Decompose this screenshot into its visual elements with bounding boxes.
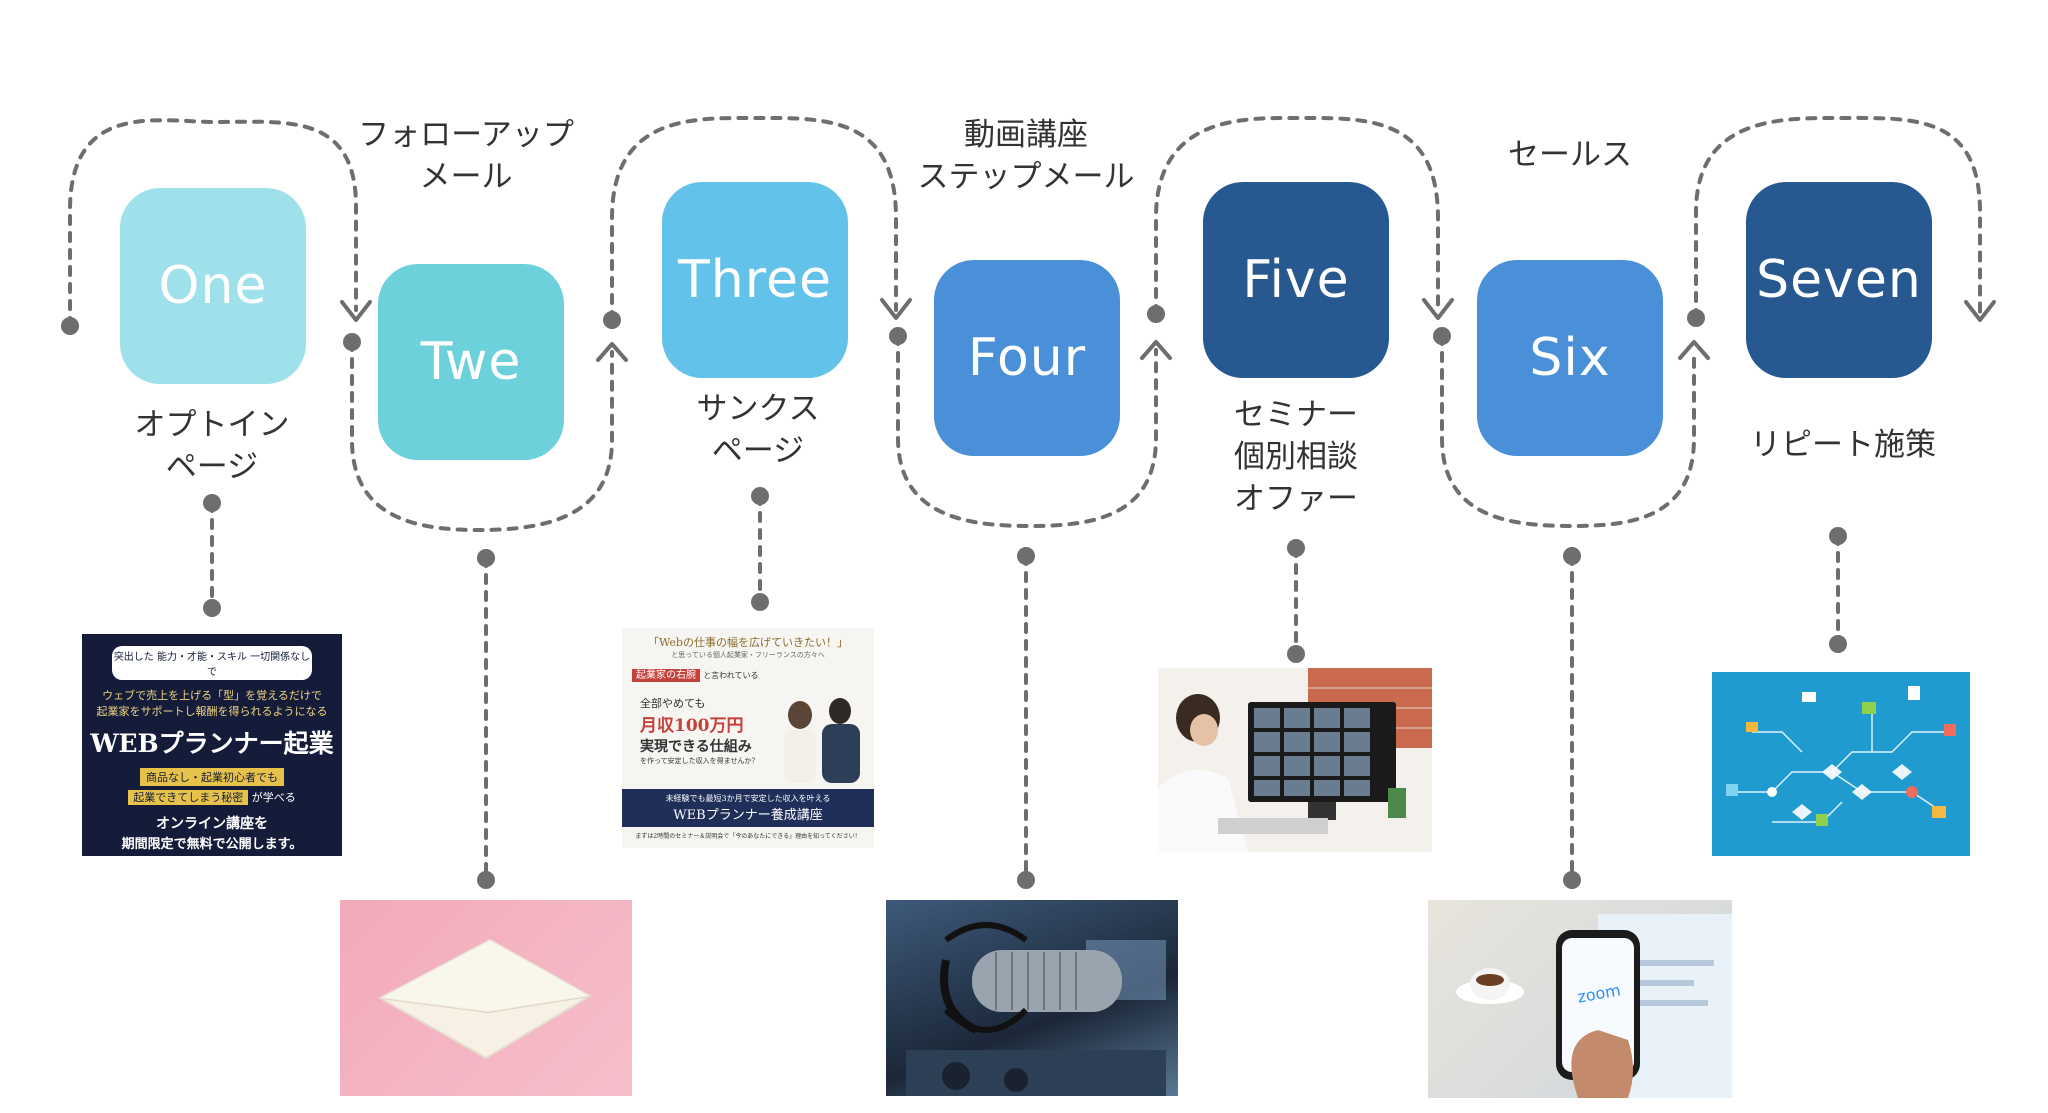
dot-four xyxy=(889,327,907,345)
step-four: Four xyxy=(934,260,1120,456)
thanks-ad-l4: を作って安定した収入を得ませんか？ xyxy=(640,757,759,765)
optin-ad-title: WEBプランナー起業 xyxy=(90,729,334,758)
arrow-up-seven xyxy=(1678,340,1710,360)
thanks-ad-bar1: 未経験でも最短3か月で安定した収入を叶える xyxy=(665,794,831,803)
thanks-ad-sub: と思っている個人起業家・フリーランスの方々へ xyxy=(671,651,825,659)
optin-ad-image: 突出した 能力・才能・スキル 一切関係なし で ウェブで売上を上げる「型」を覚え… xyxy=(82,634,342,856)
step-six: Six xyxy=(1477,260,1663,456)
label-six: セールス xyxy=(1508,137,1632,173)
label-one: オプトインページ xyxy=(134,407,290,485)
arrow-down-four xyxy=(880,298,912,320)
thanks-ad-bar2: WEBプランナー養成講座 xyxy=(673,808,823,823)
dot-seven xyxy=(1687,309,1705,327)
step-five: Five xyxy=(1203,182,1389,378)
thanks-ad-badge-b: と言われている xyxy=(703,671,759,680)
optin-ad-foot2: 期間限定で無料で公開します。 xyxy=(121,837,303,852)
video-meeting-icon xyxy=(1158,668,1432,852)
label-seven: リピート施策 xyxy=(1750,427,1936,463)
envelope-image xyxy=(340,900,632,1096)
optin-ad-line1: ウェブで売上を上げる「型」を覚えるだけで xyxy=(102,689,322,702)
people-photo xyxy=(784,698,860,783)
dot-six xyxy=(1433,327,1451,345)
zoom-phone-image: zoom xyxy=(1428,900,1732,1098)
optin-ad-top: 突出した 能力・才能・スキル 一切関係なし で xyxy=(112,646,312,680)
phone-icon xyxy=(1456,914,1732,1098)
step-two: Twe xyxy=(378,264,564,460)
arrow-down-end xyxy=(1964,300,1996,322)
dot-two xyxy=(343,333,361,351)
arrow-down-two xyxy=(340,300,372,322)
step-seven: Seven xyxy=(1746,182,1932,378)
dot-three xyxy=(603,311,621,329)
arrow-up-five xyxy=(1140,340,1172,360)
optin-ad-foot1: オンライン講座を xyxy=(156,816,268,832)
network-icon xyxy=(1726,686,1956,826)
microphone-image xyxy=(886,900,1178,1096)
loop-four-five xyxy=(896,334,1158,529)
loop-one-two xyxy=(68,118,358,328)
thanks-ad-l2: 月収100万円 xyxy=(640,716,744,736)
arrow-down-six xyxy=(1422,298,1454,320)
optin-ad-hl2b: が学べる xyxy=(251,791,296,804)
network-image xyxy=(1712,672,1970,856)
thanks-ad-top: 「Webの仕事の幅を広げていきたい！」 xyxy=(648,636,848,649)
thanks-ad-foot: まずは2時間のセミナー＆説明会で「今のあなたにできる」理由を知ってください！ xyxy=(635,833,861,840)
loop-five-six xyxy=(1154,115,1440,316)
dot-start xyxy=(61,317,79,335)
optin-ad-hl1: 商品なし・起業初心者でも xyxy=(140,768,284,786)
label-three: サンクスページ xyxy=(696,391,820,469)
envelope-icon xyxy=(377,938,592,1060)
thanks-ad-l1: 全部やめても xyxy=(640,697,706,710)
loop-six-seven xyxy=(1440,334,1696,529)
optin-ad-hl2: 起業できてしまう秘密 xyxy=(128,790,249,805)
microphone-icon xyxy=(906,922,1166,1096)
label-four: 動画講座ステップメール xyxy=(917,117,1135,195)
loop-seven xyxy=(1694,115,1982,320)
label-five: セミナー個別相談オファー xyxy=(1234,397,1358,517)
dot-five xyxy=(1147,305,1165,323)
thanks-ad-l3: 実現できる仕組み xyxy=(640,739,752,755)
thanks-page-image: 「Webの仕事の幅を広げていきたい！」 と思っている個人起業家・フリーランスの方… xyxy=(622,628,874,848)
thanks-ad-badge: 起業家の右腕 xyxy=(632,669,700,682)
step-one: One xyxy=(120,188,306,384)
arrow-up-three xyxy=(596,342,628,362)
loop-three-four xyxy=(610,115,898,322)
label-two: フォローアップメール xyxy=(358,117,574,195)
video-meeting-image xyxy=(1158,668,1432,852)
optin-ad-line2: 起業家をサポートし報酬を得られるようになる xyxy=(96,705,328,718)
loop-two-three xyxy=(350,340,614,533)
step-three: Three xyxy=(662,182,848,378)
